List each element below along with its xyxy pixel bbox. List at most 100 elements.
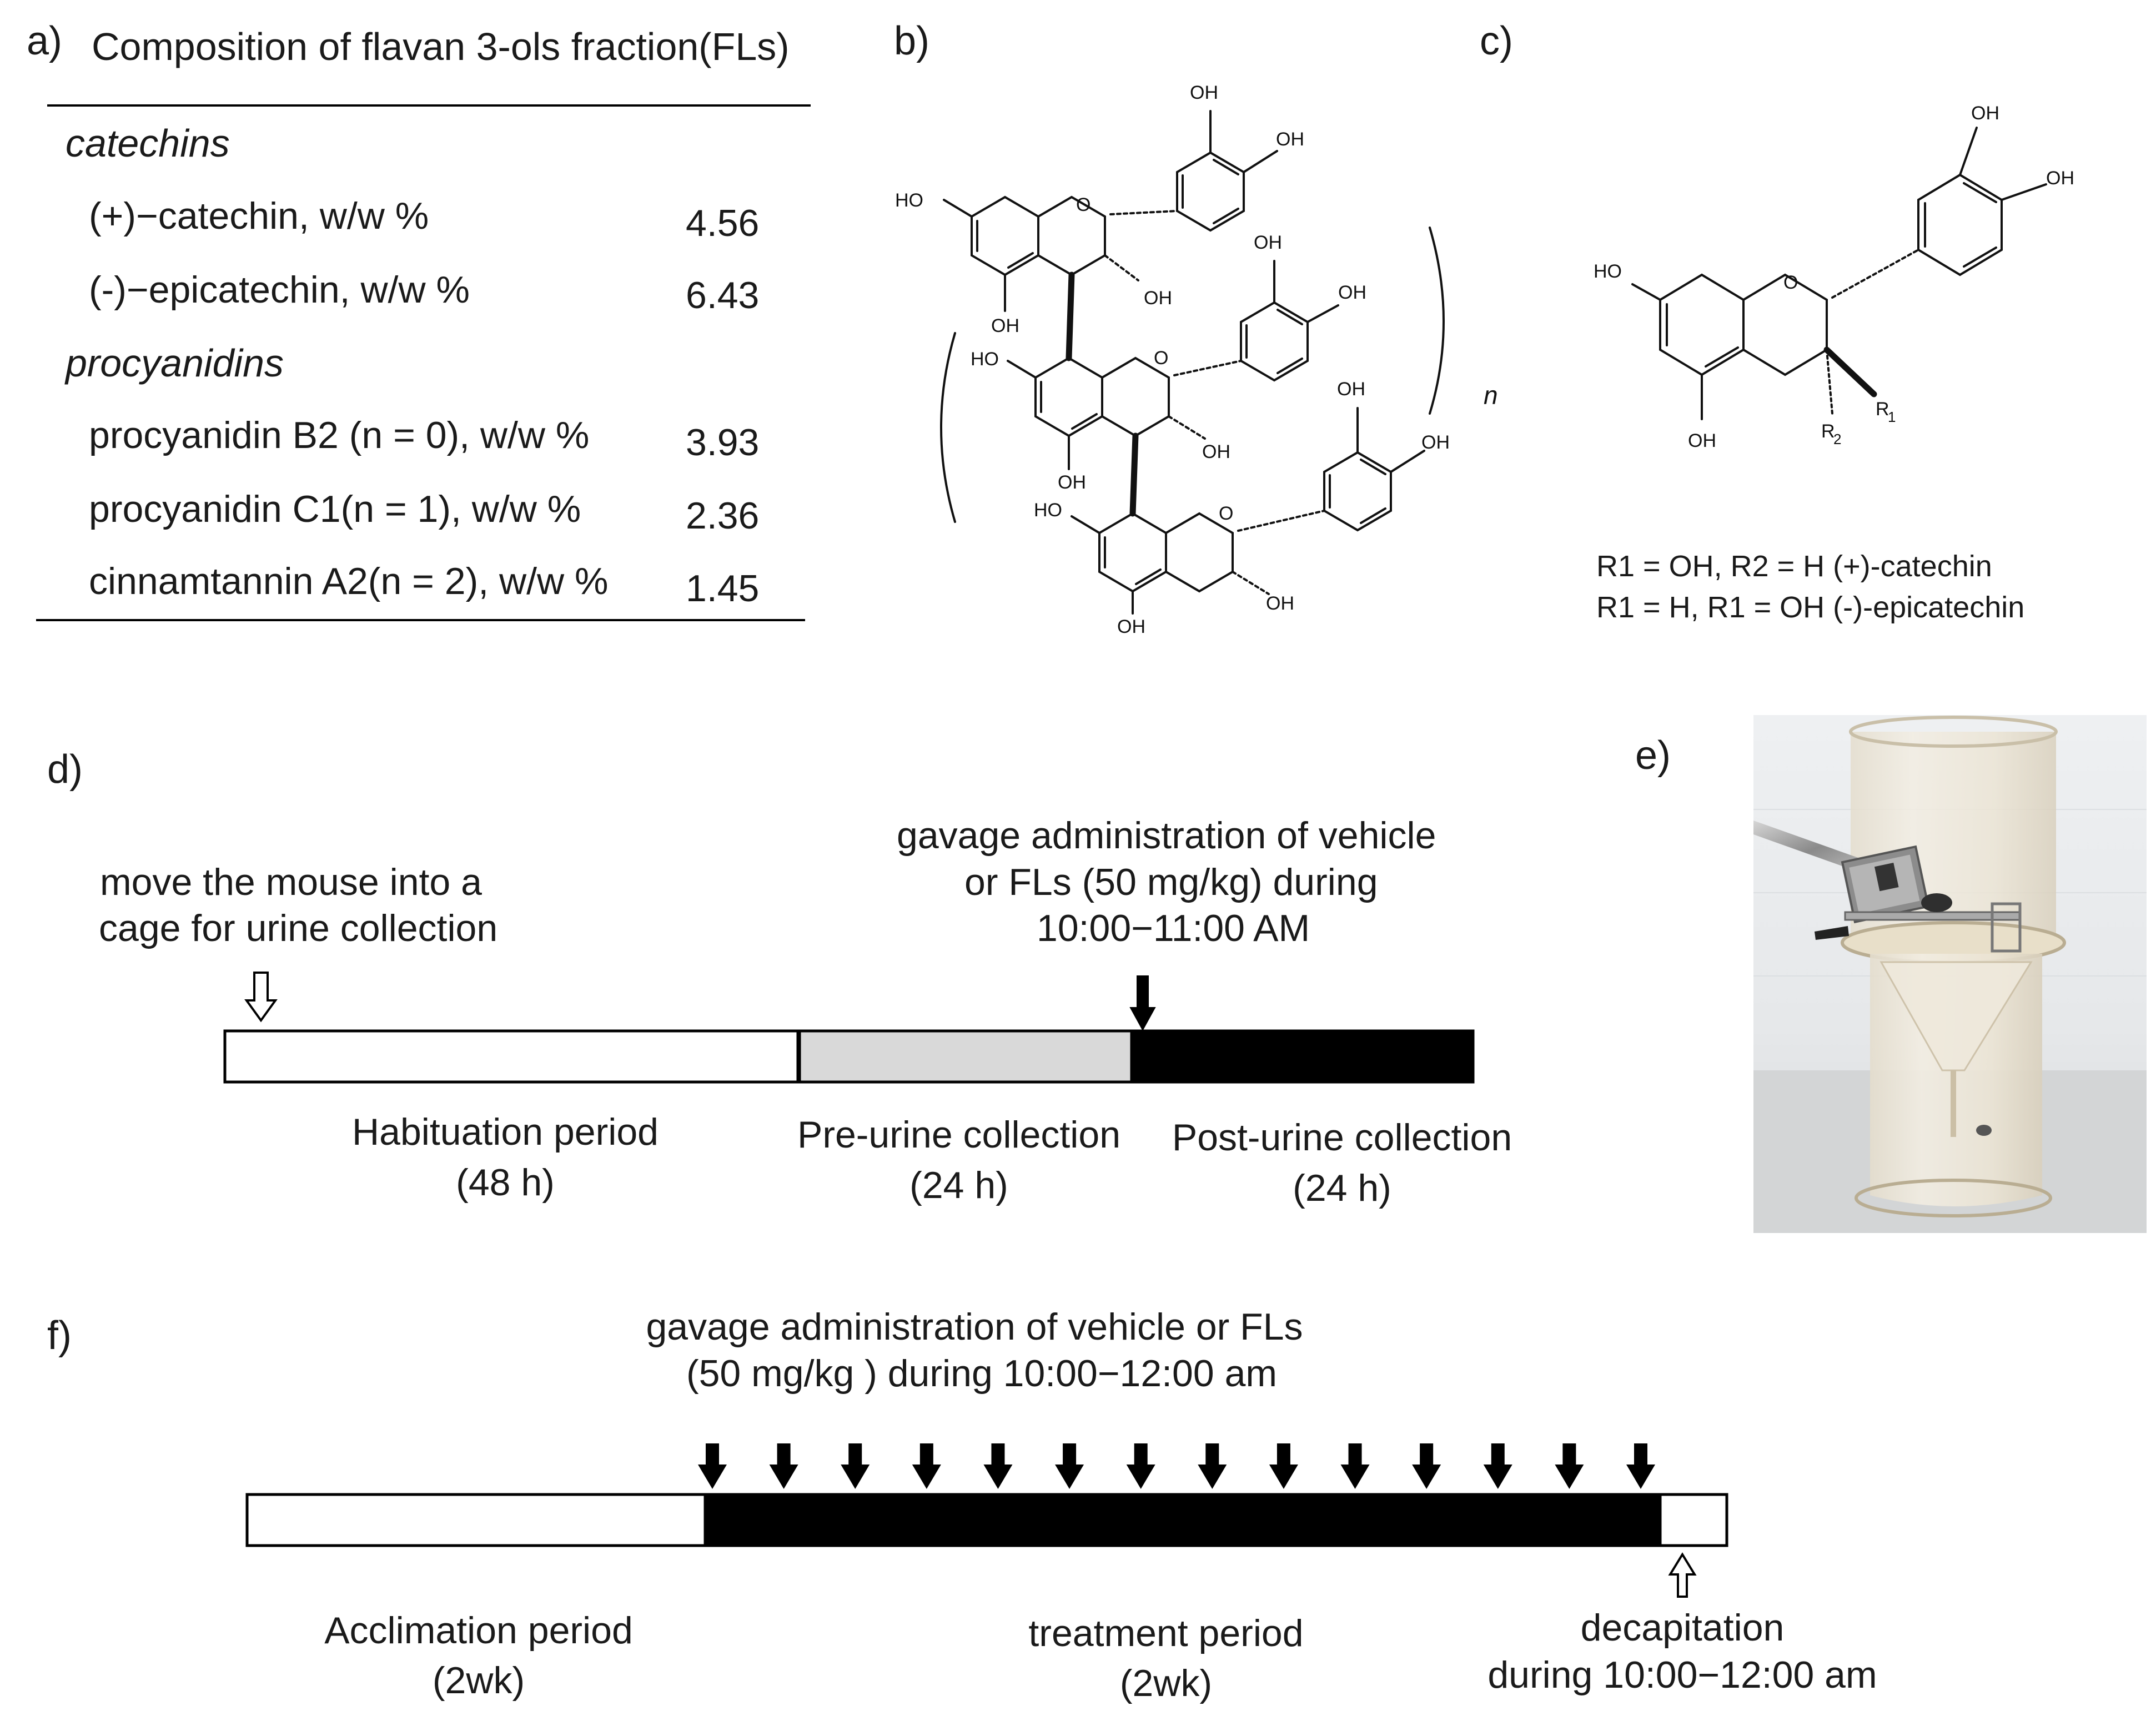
panel-label-b: b) [894, 19, 929, 63]
group-heading-catechins: catechins [66, 122, 230, 165]
gavage-note-d-line-2: or FLs (50 mg/kg) during [964, 861, 1378, 903]
legend-catechin: R1 = OH, R2 = H (+)-catechin [1596, 550, 1992, 583]
dose-arrow-icon [1483, 1443, 1512, 1489]
label-post-urine: Post-urine collection [1172, 1116, 1512, 1159]
dose-arrow-icon [1340, 1443, 1370, 1489]
dose-arrow-icon [983, 1443, 1013, 1489]
row-value-procyanidin-b2: 3.93 [686, 421, 759, 464]
decapitation-note-line-2: during 10:00−12:00 am [1487, 1654, 1877, 1696]
svg-text:OH: OH [1421, 432, 1450, 453]
row-value-catechin: 4.56 [686, 202, 759, 244]
panel-label-c: c) [1480, 19, 1513, 63]
structure-b-unit-2: OH OH HO O OH OH [971, 232, 1366, 493]
panel-label-d: d) [47, 747, 83, 792]
structure-b-unit-1: OH OH HO O OH OH [895, 82, 1304, 336]
repeat-subscript-n: n [1484, 381, 1498, 410]
dose-arrow-icon [1055, 1443, 1084, 1489]
ring-oxygen-c: O [1783, 272, 1798, 293]
svg-text:OH: OH [1338, 282, 1366, 303]
dose-arrow-icon [1198, 1443, 1227, 1489]
dose-arrow-icon [698, 1443, 727, 1489]
ring-oxygen-1: O [1076, 194, 1090, 215]
svg-text:OH: OH [1688, 430, 1716, 451]
svg-text:OH: OH [1190, 82, 1218, 103]
ring-oxygen-3: O [1219, 503, 1233, 524]
row-value-cinnamtannin-a2: 1.45 [686, 567, 759, 610]
table-title: Composition of flavan 3-ols fraction(FLs… [92, 25, 790, 68]
svg-text:OH: OH [1254, 232, 1282, 253]
panel-b: b) OH OH HO O OH OH [894, 19, 1498, 637]
duration-habituation: (48 h) [456, 1161, 555, 1204]
decapitation-arrow-icon [1668, 1552, 1697, 1598]
gavage-note-f-line-2: (50 mg/kg ) during 10:00−12:00 am [686, 1352, 1277, 1395]
label-habituation: Habituation period [352, 1111, 659, 1153]
panel-label-a: a) [27, 19, 62, 63]
segment-treatment [703, 1493, 1662, 1547]
row-name-cinnamtannin-a2: cinnamtannin A2(n = 2), w/w % [89, 560, 608, 602]
duration-treatment: (2wk) [1120, 1662, 1212, 1704]
svg-text:R: R [1876, 399, 1889, 420]
interflavan-bond-2 [1129, 432, 1139, 517]
svg-text:HO: HO [895, 190, 923, 211]
svg-text:OH: OH [1144, 288, 1172, 309]
move-note-line-2: cage for urine collection [99, 907, 497, 949]
panel-d: d) move the mouse into a cage for urine … [47, 747, 1512, 1209]
dose-arrow-icon [1626, 1443, 1655, 1489]
decapitation-note-line-1: decapitation [1581, 1607, 1785, 1649]
svg-text:OH: OH [2046, 168, 2074, 189]
structure-b-unit-3: OH OH HO O OH OH [1034, 379, 1450, 637]
move-note-line-1: move the mouse into a [100, 861, 482, 903]
dose-arrow-icon [912, 1443, 941, 1489]
row-name-procyanidin-c1: procyanidin C1(n = 1), w/w % [89, 488, 581, 530]
label-treatment: treatment period [1028, 1612, 1303, 1654]
legend-epicatechin: R1 = H, R1 = OH (-)-epicatechin [1596, 591, 2024, 624]
panel-label-f: f) [47, 1314, 72, 1358]
dose-arrow-icon [769, 1443, 798, 1489]
segment-acclimation [245, 1493, 707, 1547]
dose-arrows [698, 1443, 1655, 1489]
row-name-epicatechin: (-)−epicatechin, w/w % [89, 269, 470, 311]
gavage-note-d-line-3: 10:00−11:00 AM [1037, 907, 1310, 949]
svg-text:2: 2 [1833, 431, 1841, 447]
dose-arrow-icon [1412, 1443, 1441, 1489]
segment-post-urine [1130, 1029, 1475, 1084]
svg-text:HO: HO [1594, 261, 1622, 282]
interflavan-bond-1 [1066, 271, 1075, 361]
dose-arrow-icon [1555, 1443, 1584, 1489]
repeat-bracket-right [1429, 227, 1445, 415]
gavage-arrow-icon [1129, 975, 1156, 1031]
row-value-procyanidin-c1: 2.36 [686, 495, 759, 537]
row-name-catechin: (+)−catechin, w/w % [89, 195, 429, 237]
repeat-bracket-left [940, 332, 956, 523]
dose-arrow-icon [841, 1443, 870, 1489]
svg-text:HO: HO [1034, 500, 1062, 521]
segment-habituation [223, 1029, 800, 1084]
label-pre-urine: Pre-urine collection [797, 1114, 1120, 1156]
panel-a: a) Composition of flavan 3-ols fraction(… [27, 19, 811, 621]
svg-text:OH: OH [1971, 103, 1999, 124]
svg-text:OH: OH [1266, 593, 1294, 614]
duration-pre-urine: (24 h) [909, 1164, 1008, 1206]
svg-text:OH: OH [1202, 441, 1230, 462]
dose-arrow-icon [1126, 1443, 1155, 1489]
metabolic-cage-photo [1753, 715, 2147, 1233]
ring-oxygen-2: O [1154, 348, 1168, 369]
panel-c: c) OH OH HO O OH R 1 R 2 R1 = OH, R2 = H… [1480, 19, 2074, 624]
row-name-procyanidin-b2: procyanidin B2 (n = 0), w/w % [89, 414, 589, 456]
row-value-epicatechin: 6.43 [686, 274, 759, 316]
svg-text:OH: OH [991, 315, 1019, 336]
svg-text:HO: HO [971, 349, 999, 370]
svg-text:OH: OH [1276, 129, 1304, 150]
segment-post-treatment [1659, 1493, 1728, 1547]
svg-text:OH: OH [1117, 616, 1145, 637]
segment-pre-urine [798, 1029, 1133, 1084]
svg-text:1: 1 [1888, 409, 1896, 425]
gavage-note-d-line-1: gavage administration of vehicle [897, 814, 1436, 857]
duration-post-urine: (24 h) [1293, 1167, 1391, 1209]
svg-text:OH: OH [1058, 472, 1086, 493]
svg-text:OH: OH [1337, 379, 1365, 400]
panel-label-e: e) [1635, 733, 1671, 778]
gavage-note-f-line-1: gavage administration of vehicle or FLs [646, 1306, 1303, 1348]
dose-arrow-icon [1269, 1443, 1298, 1489]
